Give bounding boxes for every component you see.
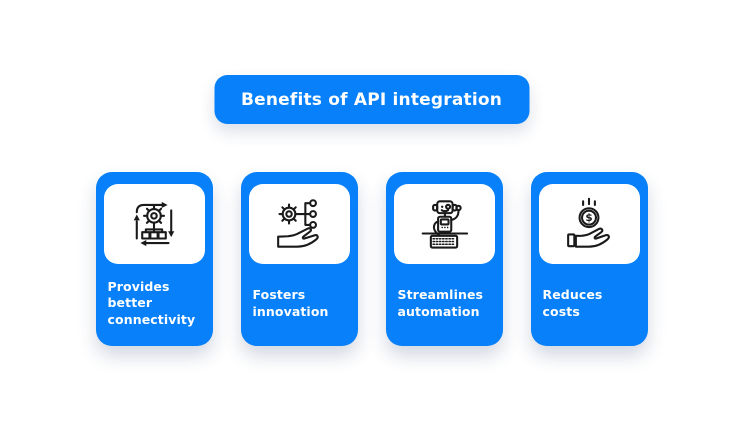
card-label: Fosters innovation — [241, 264, 358, 346]
card-label-line: Streamlines — [397, 287, 484, 302]
icon-tile — [248, 184, 350, 264]
card-label-line: Provides — [107, 278, 170, 294]
card-label-line: costs — [542, 303, 580, 319]
benefit-card-automation: Streamlines automation — [385, 172, 503, 346]
hand-dollar-coin-icon: $ — [567, 197, 610, 248]
card-label-line: Reduces — [542, 287, 603, 302]
dollar-symbol: $ — [585, 212, 592, 224]
page-title-label: Benefits of API integration — [240, 89, 503, 110]
benefit-cards-row: Provides better connectivity — [95, 172, 648, 346]
icon-tile — [393, 184, 495, 264]
cycle-gear-flowchart-icon — [133, 201, 175, 247]
benefit-card-costs: $ Reduces costs — [530, 172, 648, 346]
card-label-line: better — [107, 295, 153, 311]
card-label: Streamlines automation — [386, 264, 503, 346]
benefit-card-connectivity: Provides better connectivity — [95, 172, 213, 346]
page-title: Benefits of API integration — [214, 75, 529, 124]
card-label-line: innovation — [252, 303, 329, 319]
icon-tile — [103, 184, 205, 264]
robot-keyboard-icon — [421, 200, 469, 249]
card-label: Provides better connectivity — [96, 264, 213, 346]
icon-tile: $ — [538, 184, 640, 264]
card-label-line: connectivity — [107, 311, 196, 327]
card-label-line: Fosters — [252, 287, 306, 302]
hand-gear-network-icon — [277, 199, 319, 248]
benefit-card-innovation: Fosters innovation — [240, 172, 358, 346]
card-label-line: automation — [397, 303, 480, 319]
card-label: Reduces costs — [531, 264, 648, 346]
